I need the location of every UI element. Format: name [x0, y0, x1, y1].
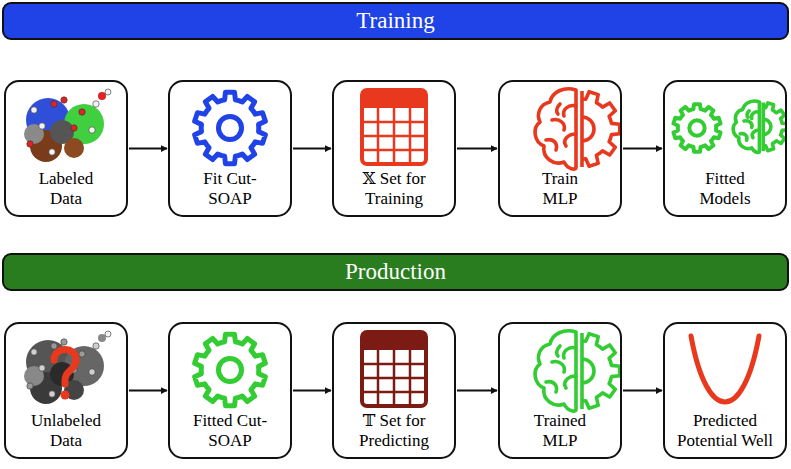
box-label: Train MLP	[525, 169, 595, 208]
gear-outline	[673, 104, 720, 152]
box-label: Fitted Cut-SOAP	[188, 411, 273, 450]
box-label: Fitted Models	[683, 169, 768, 208]
question-mark	[54, 350, 76, 385]
table-outline	[362, 90, 426, 164]
flow-arrow	[129, 390, 167, 392]
process-box: 𝕋 Set for Predicting	[332, 322, 456, 459]
box-label: Labeled Data	[24, 169, 109, 208]
box-label: Fit Cut-SOAP	[188, 169, 273, 208]
flow-arrow	[129, 148, 167, 150]
box-label: Trained MLP	[518, 411, 603, 450]
process-box: Fit Cut-SOAP	[168, 80, 292, 217]
node-icon	[6, 324, 126, 414]
gear-outline	[195, 92, 266, 163]
table-header	[362, 332, 426, 350]
node-icon	[665, 82, 785, 172]
node-icon	[170, 324, 290, 414]
box-label: Unlabeled Data	[24, 411, 109, 450]
node-icon	[334, 324, 454, 414]
section-banner: Production	[2, 253, 789, 291]
section-title: Production	[345, 259, 446, 284]
node-icon	[170, 82, 290, 172]
section-banner: Training	[2, 2, 789, 40]
brain-gear-icon	[535, 89, 620, 169]
node-icon	[500, 324, 620, 414]
section-title: Training	[356, 8, 434, 33]
flow-arrow	[623, 148, 662, 150]
box-label: 𝕏 Set for Training	[349, 169, 439, 208]
process-box: 𝕏 Set for Training	[332, 80, 456, 217]
brain-gear-icon	[535, 331, 620, 411]
flow-arrow	[457, 390, 497, 392]
process-box: Trained MLP	[498, 322, 622, 459]
potential-well-curve	[691, 336, 759, 402]
flow-arrow	[457, 148, 497, 150]
process-box: Predicted Potential Well	[663, 322, 787, 459]
box-label: 𝕋 Set for Predicting	[347, 411, 442, 450]
flow-arrow	[293, 390, 331, 392]
node-icon	[334, 82, 454, 172]
process-box: Unlabeled Data	[4, 322, 128, 459]
process-box: Train MLP	[498, 80, 622, 217]
table-header	[362, 90, 426, 108]
table-outline	[362, 332, 426, 406]
process-box: Fitted Cut-SOAP	[168, 322, 292, 459]
process-box: Labeled Data	[4, 80, 128, 217]
brain-gear-icon	[733, 101, 785, 152]
process-box: Fitted Models	[663, 80, 787, 217]
node-icon	[6, 82, 126, 172]
molecule-cluster	[64, 138, 84, 158]
gear-hole	[689, 120, 704, 135]
flow-arrow	[623, 390, 662, 392]
gear-hole	[218, 358, 241, 381]
node-icon	[665, 324, 785, 414]
node-icon	[500, 82, 620, 172]
box-label: Predicted Potential Well	[669, 411, 781, 450]
gear-outline	[195, 334, 266, 405]
flow-arrow	[293, 148, 331, 150]
gear-hole	[218, 116, 241, 139]
